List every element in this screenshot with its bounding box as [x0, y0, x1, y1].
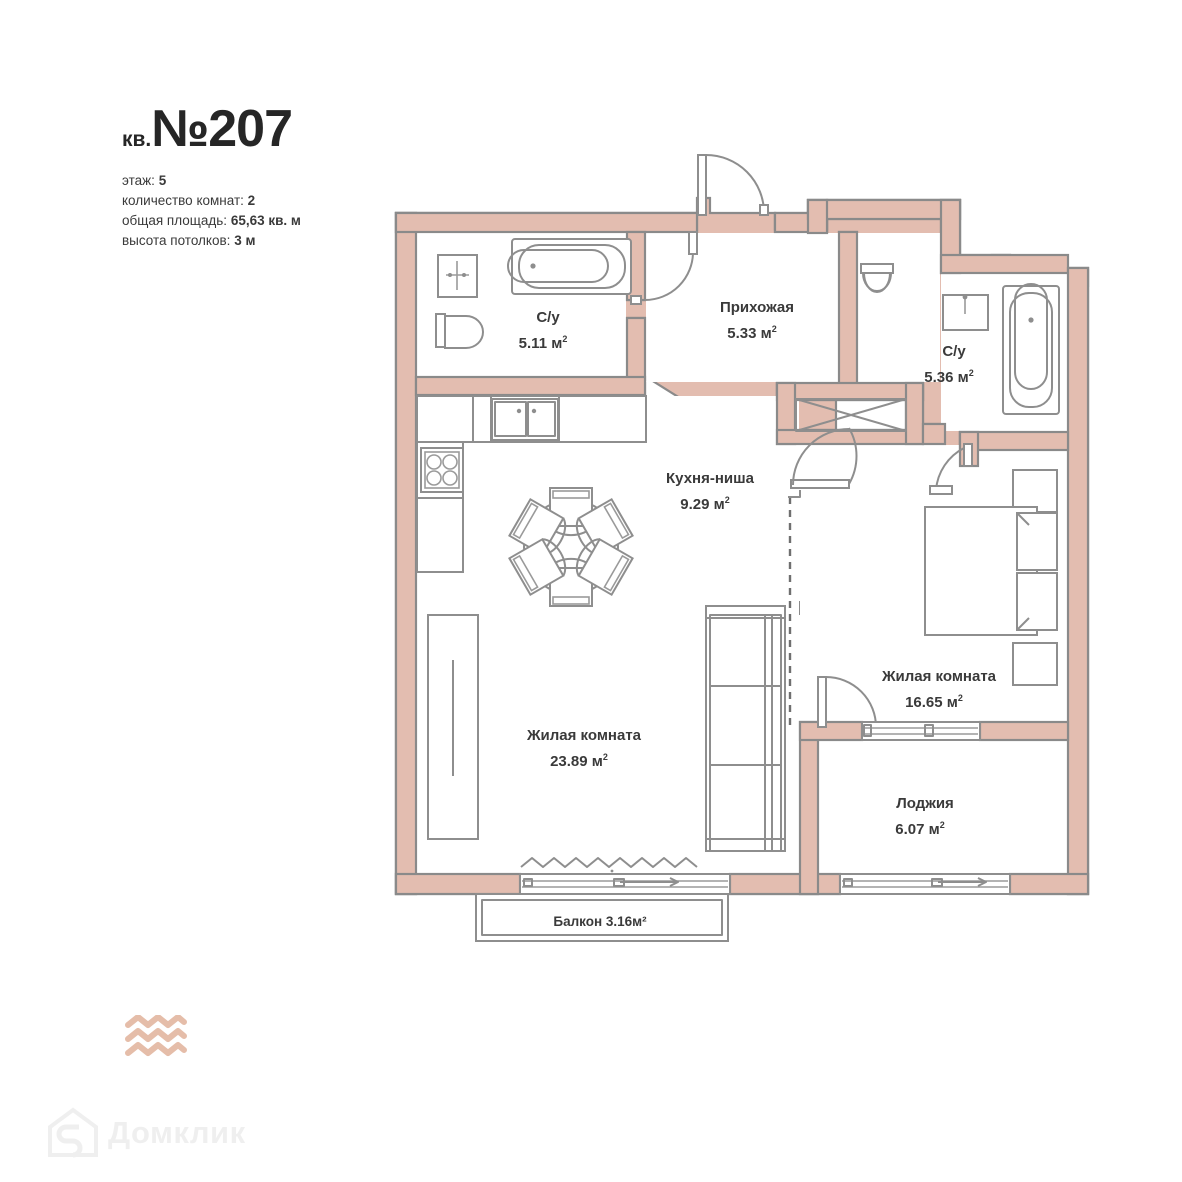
meta-row-ceiling: высота потолков: 3 м	[122, 231, 422, 251]
nightstand-icon	[1012, 642, 1058, 686]
room-area-kitchen: 9.29 м2	[680, 495, 729, 513]
room-label-hall: Прихожая	[720, 299, 794, 316]
kitchen-sink-icon	[491, 398, 559, 441]
domclick-wordmark: Домклик	[108, 1115, 246, 1150]
chair-icon	[508, 537, 567, 597]
bedroom-furniture	[924, 469, 1058, 686]
apartment-header: кв.№207 этаж: 5 количество комнат: 2 общ…	[122, 103, 422, 251]
meta-key-floor: этаж:	[122, 173, 155, 188]
meta-row-floor: этаж: 5	[122, 171, 422, 191]
toilet-icon	[435, 313, 484, 349]
meta-key-ceiling: высота потолков:	[122, 233, 231, 248]
door-bathroom-right	[929, 443, 973, 495]
washbasin-icon-right	[942, 294, 989, 331]
partition-end-cap	[788, 490, 801, 498]
bed-icon	[924, 506, 1058, 636]
room-labels: С/у 5.11 м2 Прихожая 5.33 м2 С/у 5.36 м2…	[519, 299, 997, 929]
room-label-loggia: Лоджия	[896, 795, 954, 812]
room-label-living-big: Жилая комната	[526, 727, 642, 744]
stove-icon	[420, 447, 464, 493]
window-balcony	[519, 873, 731, 895]
room-area-bedroom: 16.65 м2	[905, 693, 963, 711]
room-area-loggia: 6.07 м2	[895, 820, 944, 838]
shelving-unit-icon	[705, 605, 786, 852]
bathroom-left-fixtures	[435, 238, 632, 349]
room-area-living-big: 23.89 м2	[550, 752, 608, 770]
room-area-hall: 5.33 м2	[727, 324, 776, 342]
dining-set	[508, 487, 634, 607]
door-entry	[697, 154, 769, 216]
room-area-bath-right: 5.36 м2	[924, 368, 973, 386]
meta-value-ceiling: 3 м	[234, 233, 256, 248]
meta-value-floor: 5	[158, 173, 167, 188]
doors	[630, 154, 973, 731]
apartment-meta-list: этаж: 5 количество комнат: 2 общая площа…	[122, 171, 422, 251]
balcony-outline	[475, 893, 729, 942]
apartment-prefix: кв.	[122, 128, 152, 151]
meta-key-rooms: количество комнат:	[122, 193, 244, 208]
meta-row-area: общая площадь: 65,63 кв. м	[122, 211, 422, 231]
meta-value-rooms: 2	[247, 193, 256, 208]
domclick-watermark: Домклик	[46, 1105, 286, 1161]
toilet-icon-right	[860, 263, 894, 293]
kitchen-counter	[416, 395, 647, 573]
radiator-icon	[520, 857, 698, 873]
room-label-kitchen: Кухня-ниша	[666, 470, 755, 487]
balcony-label: Балкон 3.16м²	[553, 914, 647, 929]
page-title: кв.№207	[122, 103, 422, 155]
meta-row-rooms: количество комнат: 2	[122, 191, 422, 211]
nightstand-icon	[1012, 469, 1058, 513]
wave-logo	[124, 1015, 188, 1061]
room-label-bath-left: С/у	[536, 309, 560, 326]
room-label-bedroom: Жилая комната	[881, 668, 997, 685]
bathtub-icon	[507, 238, 632, 295]
washbasin-icon	[437, 254, 478, 298]
window-bedroom-loggia	[861, 721, 981, 741]
door-kitchen	[790, 427, 858, 489]
meta-value-area: 65,63 кв. м	[230, 213, 301, 228]
wardrobe-icon	[427, 614, 479, 840]
chair-icon	[575, 537, 634, 597]
wall-bands-top	[394, 198, 1090, 896]
bathtub-icon-right	[1002, 283, 1060, 415]
room-area-bath-left: 5.11 м2	[519, 334, 568, 352]
window-loggia-bottom	[839, 873, 1011, 895]
bathroom-right-fixtures	[860, 263, 1060, 415]
room-label-bath-right: С/у	[942, 343, 966, 360]
door-bathroom-left	[630, 231, 698, 305]
windows	[519, 721, 1011, 895]
apartment-number: №207	[151, 100, 293, 158]
meta-key-area: общая площадь:	[122, 213, 228, 228]
